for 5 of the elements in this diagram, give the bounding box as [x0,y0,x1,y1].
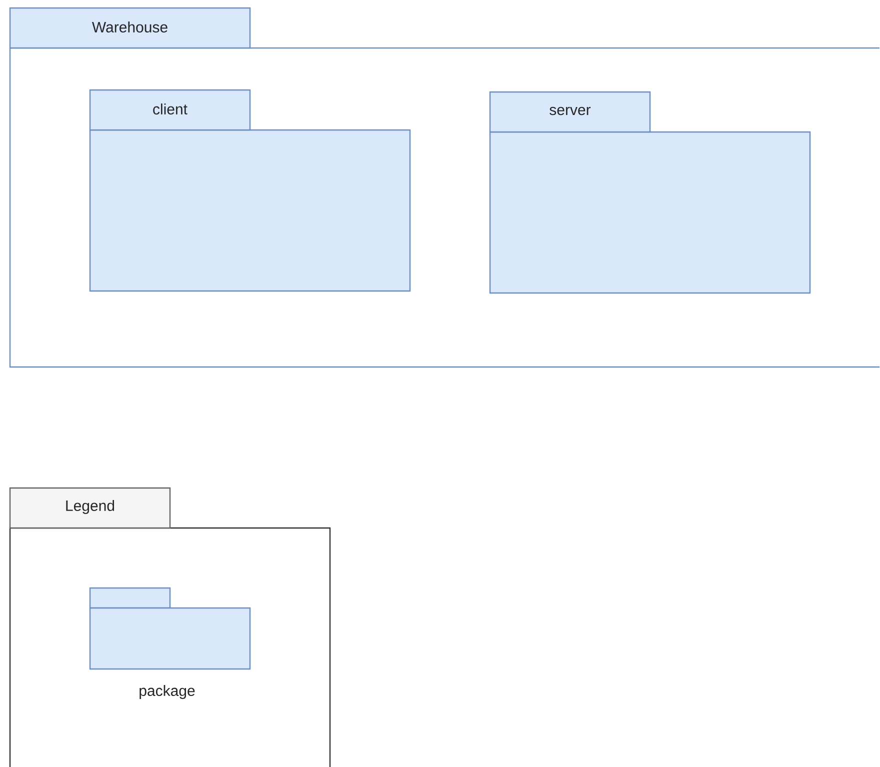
package-frame: client [89,89,411,292]
package-frame: server [489,91,811,294]
legend-label: package [140,685,195,699]
node-label: client [153,103,188,114]
node-label: server [550,106,591,116]
